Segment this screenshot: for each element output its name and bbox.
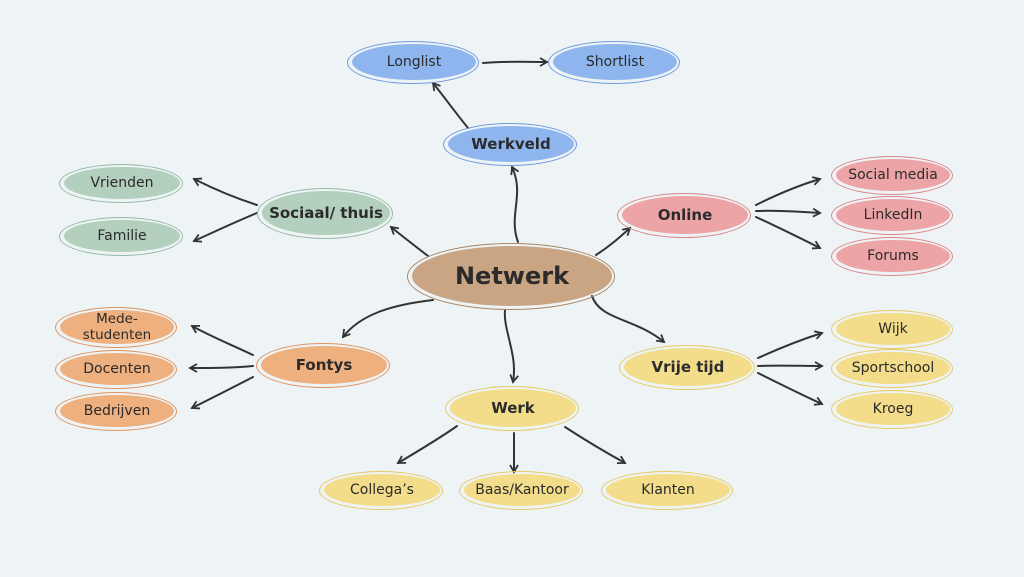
node-werkveld: Werkveld bbox=[443, 123, 577, 166]
arrow-online-forums bbox=[755, 216, 822, 250]
node-familie: Familie bbox=[59, 217, 183, 256]
arrow-werk-klanten bbox=[564, 426, 627, 465]
arrow-center-vrijetijd bbox=[591, 295, 666, 344]
center-node-netwerk: Netwerk bbox=[407, 243, 615, 310]
arrow-werk-collegas bbox=[396, 425, 458, 464]
node-vrije-tijd: Vrije tijd bbox=[619, 345, 755, 390]
arrow-sociaal-vrienden bbox=[192, 177, 258, 206]
arrow-vrijetijd-wijk bbox=[757, 330, 824, 359]
node-collegas: Collega’s bbox=[319, 471, 443, 510]
arrow-sociaal-familie bbox=[192, 212, 258, 243]
arrow-center-werk bbox=[503, 309, 519, 384]
node-longlist: Longlist bbox=[347, 41, 479, 84]
arrow-center-werkveld bbox=[510, 165, 520, 243]
node-bedrijven: Bedrijven bbox=[55, 392, 177, 431]
node-docenten: Docenten bbox=[55, 350, 177, 389]
node-werk: Werk bbox=[445, 386, 579, 431]
node-shortlist: Shortlist bbox=[548, 41, 680, 84]
arrow-center-fontys bbox=[341, 299, 434, 339]
node-sociaal-thuis: Sociaal/ thuis bbox=[257, 188, 393, 239]
node-social-media: Social media bbox=[831, 156, 953, 195]
node-forums: Forums bbox=[831, 237, 953, 276]
arrow-werkveld-longlist bbox=[431, 81, 469, 129]
node-kroeg: Kroeg bbox=[831, 390, 953, 429]
arrow-fontys-docenten bbox=[188, 363, 254, 373]
node-linkedin: LinkedIn bbox=[831, 196, 953, 235]
node-baas-kantoor: Baas/Kantoor bbox=[459, 471, 583, 510]
arrow-online-socialmedia bbox=[755, 176, 822, 206]
node-wijk: Wijk bbox=[831, 310, 953, 349]
node-fontys: Fontys bbox=[256, 343, 390, 388]
arrow-vrijetijd-kroeg bbox=[757, 372, 824, 406]
arrow-online-linkedin bbox=[755, 207, 822, 218]
arrow-center-online bbox=[595, 226, 632, 256]
arrow-fontys-medestudenten bbox=[190, 324, 254, 356]
node-vrienden: Vrienden bbox=[59, 164, 183, 203]
arrow-fontys-bedrijven bbox=[190, 376, 254, 410]
node-sportschool: Sportschool bbox=[831, 349, 953, 388]
arrow-center-sociaal bbox=[389, 225, 429, 257]
arrow-longlist-shortlist bbox=[482, 57, 549, 67]
node-klanten: Klanten bbox=[601, 471, 733, 510]
node-online: Online bbox=[617, 193, 751, 238]
node-medestudenten: Mede- studenten bbox=[55, 307, 177, 348]
